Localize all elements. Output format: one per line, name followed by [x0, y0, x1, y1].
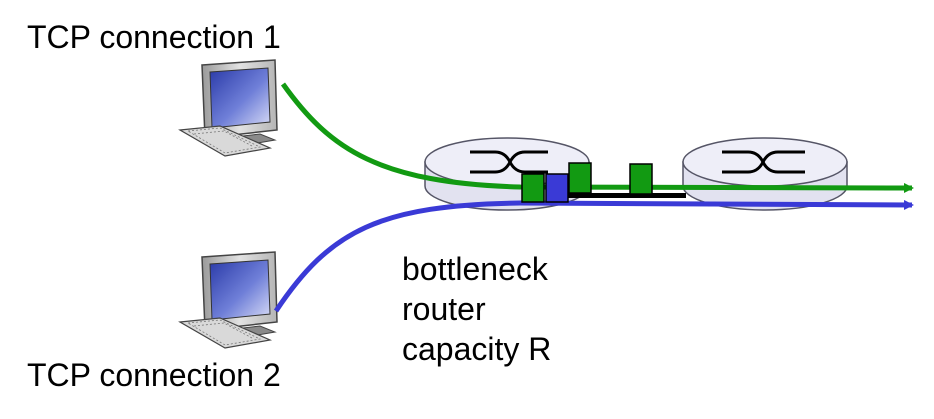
router-icon	[682, 137, 848, 211]
router-caption-line: router	[402, 291, 486, 327]
computer-icon	[178, 59, 278, 157]
tcp1-flow-arrow	[280, 82, 914, 193]
tcp-connection-1-label: TCP connection 1	[27, 19, 281, 55]
bottleneck-link	[568, 193, 686, 198]
computer-icon	[178, 251, 278, 349]
packet-icon	[629, 163, 653, 195]
packet-icon	[568, 162, 592, 194]
router-caption-line: bottleneck	[402, 251, 548, 287]
router-caption: bottleneck router capacity R	[402, 249, 551, 369]
tcp-connection-2-label: TCP connection 2	[27, 357, 281, 393]
packet-icon	[521, 173, 545, 203]
packet-icon	[545, 173, 569, 203]
router-caption-line: capacity R	[402, 331, 552, 367]
tcp2-flow-arrow	[273, 199, 914, 313]
